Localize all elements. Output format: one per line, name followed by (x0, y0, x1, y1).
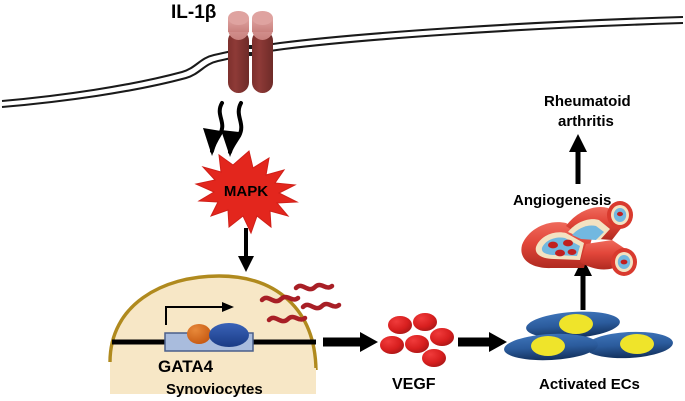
tf-orange-oval (187, 324, 211, 344)
activated-endothelial-cells (504, 311, 673, 361)
mrna-transcripts (259, 282, 342, 324)
tf-blue-oval (209, 323, 249, 347)
label-synoviocytes: Synoviocytes (166, 381, 263, 398)
label-angiogenesis: Angiogenesis (513, 192, 611, 209)
il1-receptor (228, 11, 273, 93)
endothelial-cell (585, 331, 673, 359)
label-mapk: MAPK (224, 183, 268, 200)
label-il1-beta: IL-1β (171, 2, 216, 23)
arrow-mapk-to-nucleus (238, 228, 254, 272)
label-rheumatoid-line2: arthritis (558, 113, 614, 130)
label-gata4: GATA4 (158, 357, 214, 376)
mapk-star: MAPK (194, 150, 299, 235)
endothelial-cell (526, 311, 620, 339)
endothelial-cell (504, 333, 598, 361)
label-vegf: VEGF (392, 376, 436, 393)
vegf-molecule-cluster (380, 313, 454, 367)
arrow-vegf-to-ecs (458, 332, 507, 352)
wavy-signal-arrows (203, 101, 244, 157)
arrow-angiogenesis-to-disease (569, 134, 587, 184)
gata4-promoter-complex (164, 302, 254, 352)
label-activated-ecs: Activated ECs (539, 376, 640, 393)
label-rheumatoid-line1: Rheumatoid (544, 93, 631, 110)
arrow-nucleus-to-vegf (323, 332, 378, 352)
branching-blood-vessel (521, 201, 637, 276)
